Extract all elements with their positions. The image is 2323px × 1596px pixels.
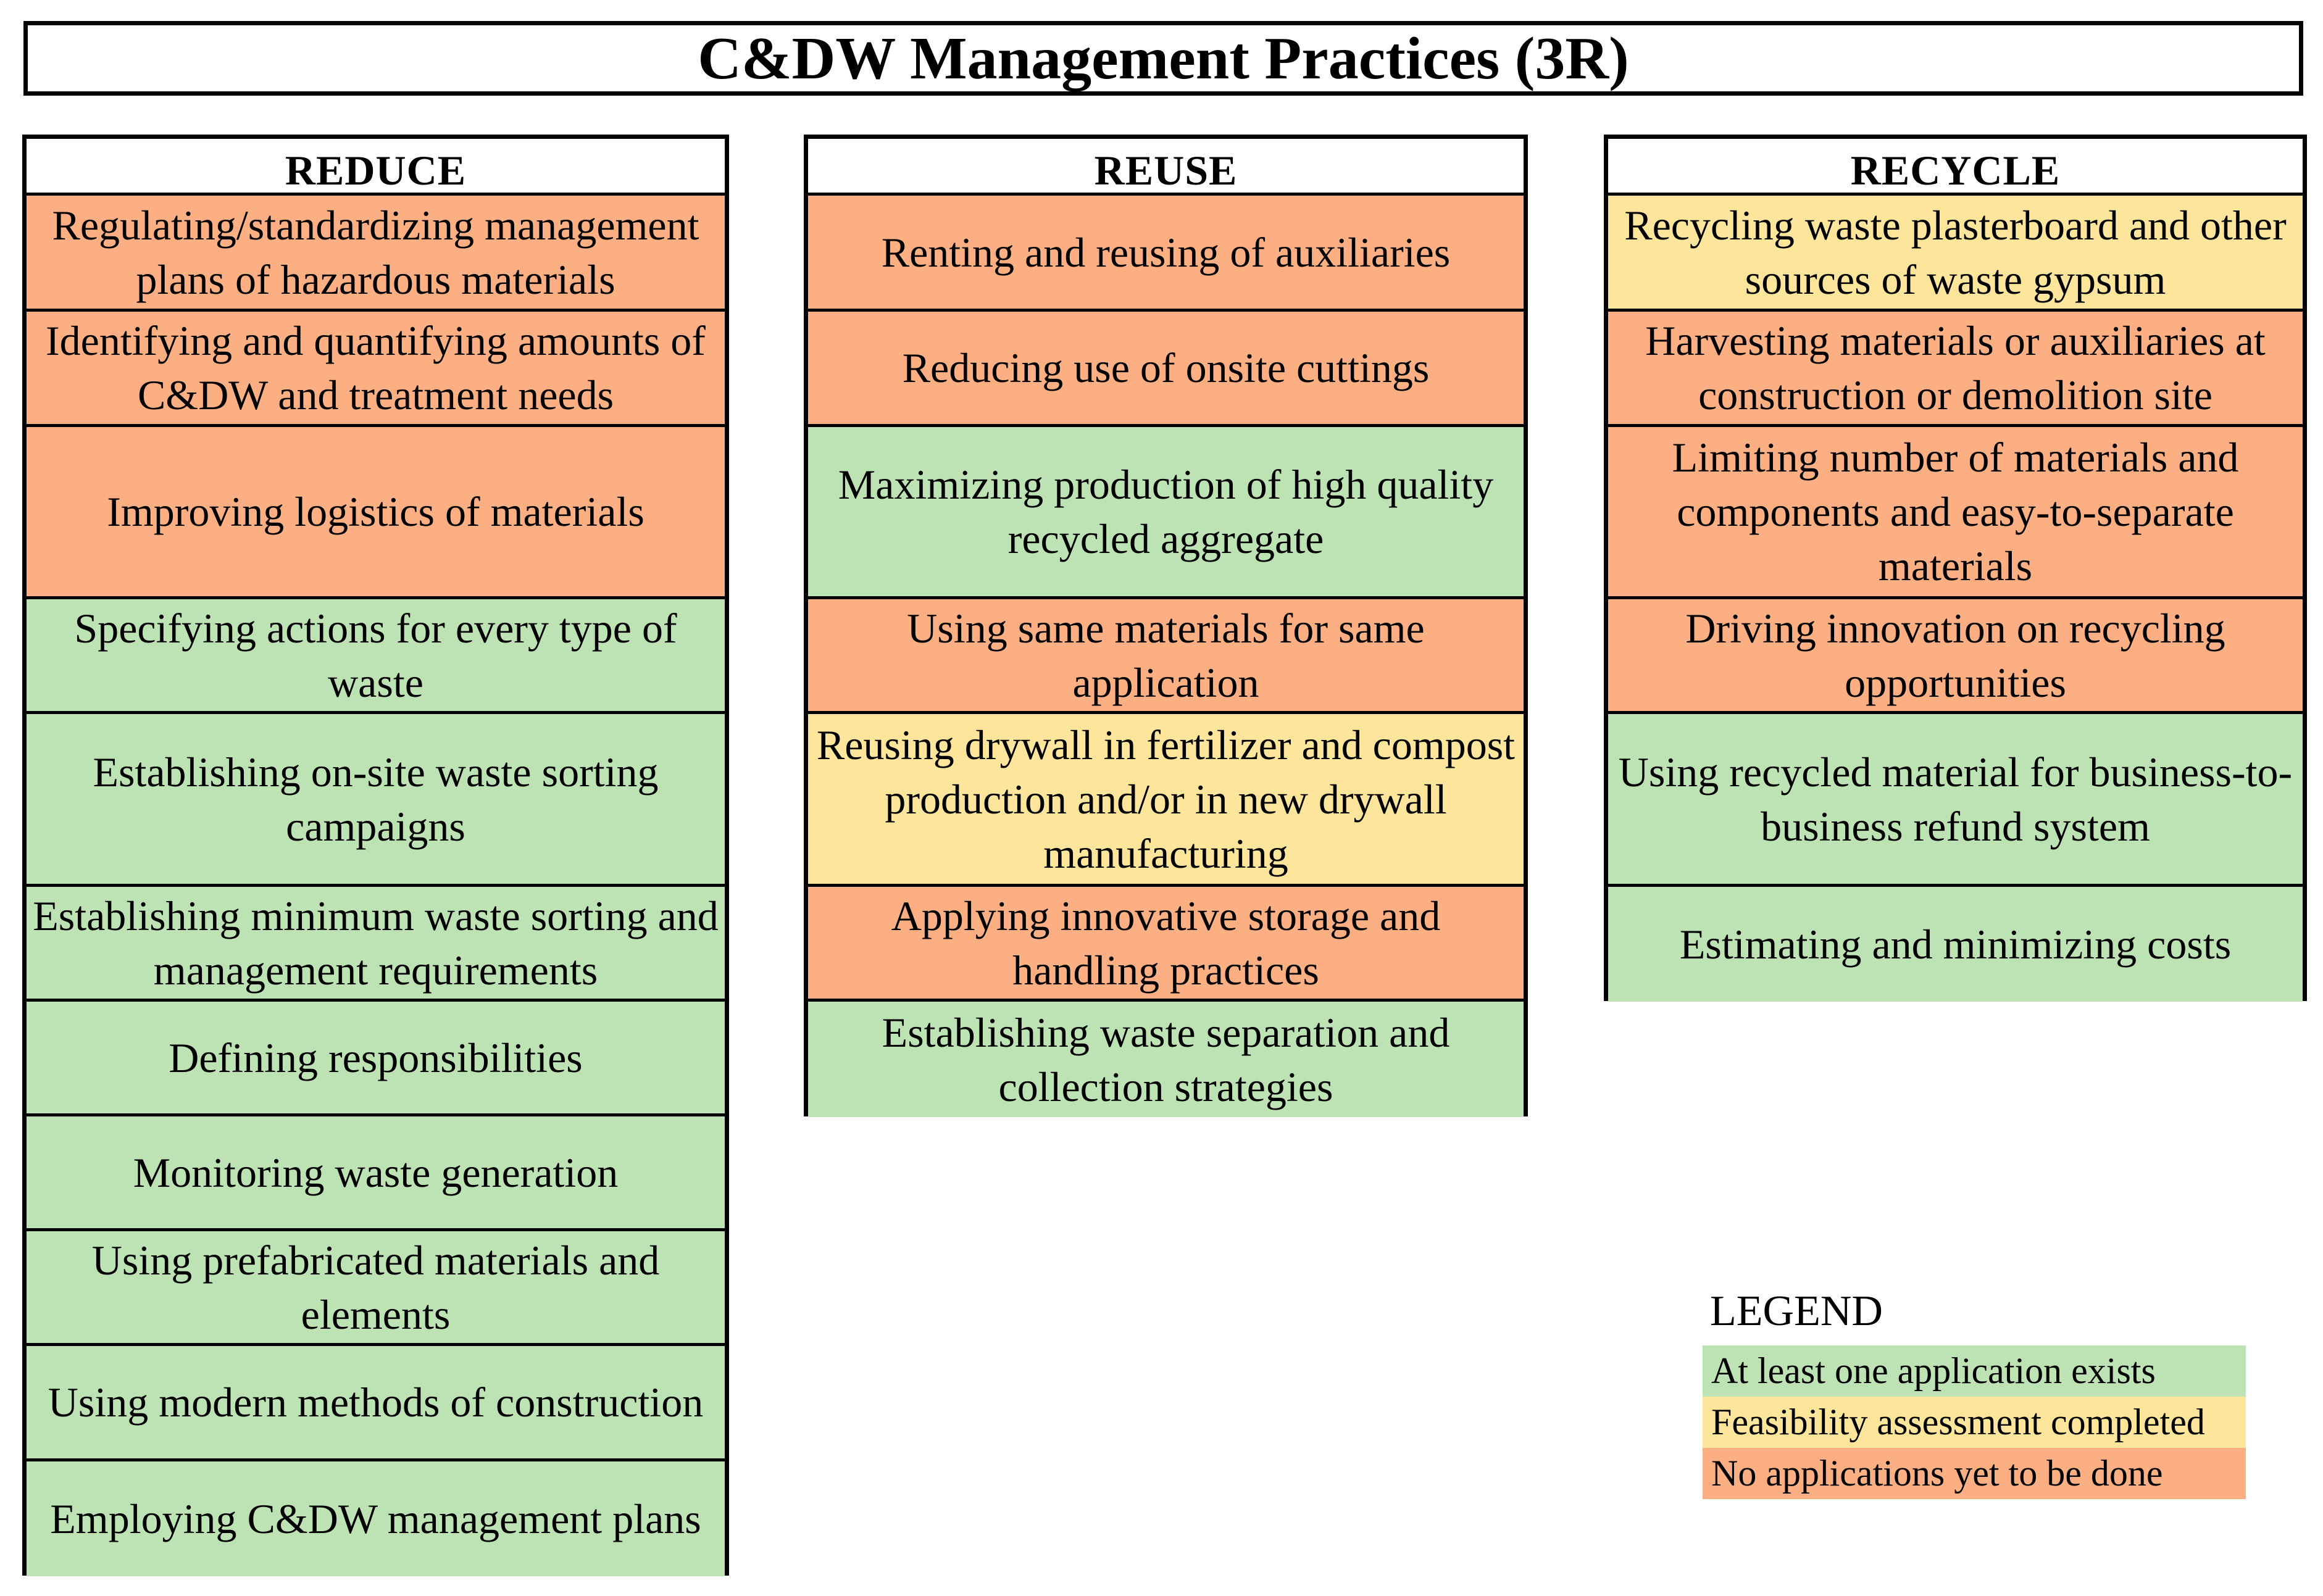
legend-entry: At least one application exists <box>1703 1345 2246 1397</box>
recycle-item: Using recycled material for business-to-… <box>1608 714 2303 887</box>
recycle-heading: RECYCLE <box>1608 139 2303 196</box>
reduce-item: Employing C&DW management plans <box>27 1461 725 1576</box>
recycle-item: Limiting number of materials and compone… <box>1608 427 2303 599</box>
recycle-column: RECYCLE Recycling waste plasterboard and… <box>1604 135 2307 1002</box>
reuse-item: Using same materials for same applicatio… <box>808 599 1524 714</box>
reuse-item: Establishing waste separation and collec… <box>808 1002 1524 1117</box>
reduce-item: Specifying actions for every type of was… <box>27 599 725 714</box>
reuse-column: REUSE Renting and reusing of auxiliaries… <box>804 135 1528 1117</box>
reuse-item: Maximizing production of high quality re… <box>808 427 1524 599</box>
reuse-heading: REUSE <box>808 139 1524 196</box>
reuse-item: Renting and reusing of auxiliaries <box>808 196 1524 312</box>
reduce-heading: REDUCE <box>27 139 725 196</box>
reuse-item: Reducing use of onsite cuttings <box>808 312 1524 427</box>
reduce-column: REDUCE Regulating/standardizing manageme… <box>22 135 729 1576</box>
legend-entry: No applications yet to be done <box>1703 1448 2246 1499</box>
recycle-item: Estimating and minimizing costs <box>1608 887 2303 1002</box>
reduce-item: Monitoring waste generation <box>27 1116 725 1231</box>
recycle-item: Driving innovation on recycling opportun… <box>1608 599 2303 714</box>
reduce-item: Establishing on-site waste sorting campa… <box>27 714 725 887</box>
legend-title: LEGEND <box>1710 1287 1883 1335</box>
legend-entry: Feasibility assessment completed <box>1703 1397 2246 1448</box>
reduce-item: Using prefabricated materials and elemen… <box>27 1231 725 1346</box>
reduce-item: Using modern methods of construction <box>27 1346 725 1461</box>
reduce-item: Improving logistics of materials <box>27 427 725 599</box>
reduce-item: Defining responsibilities <box>27 1002 725 1116</box>
reduce-item: Identifying and quantifying amounts of C… <box>27 312 725 427</box>
reuse-item: Reusing drywall in fertilizer and compos… <box>808 714 1524 887</box>
legend: LEGEND At least one application exists F… <box>1703 1284 2246 1499</box>
recycle-item: Recycling waste plasterboard and other s… <box>1608 196 2303 312</box>
reuse-item: Applying innovative storage and handling… <box>808 887 1524 1002</box>
diagram-title: C&DW Management Practices (3R) <box>23 21 2303 96</box>
reduce-item: Establishing minimum waste sorting and m… <box>27 887 725 1002</box>
recycle-item: Harvesting materials or auxiliaries at c… <box>1608 312 2303 427</box>
reduce-item: Regulating/standardizing management plan… <box>27 196 725 312</box>
